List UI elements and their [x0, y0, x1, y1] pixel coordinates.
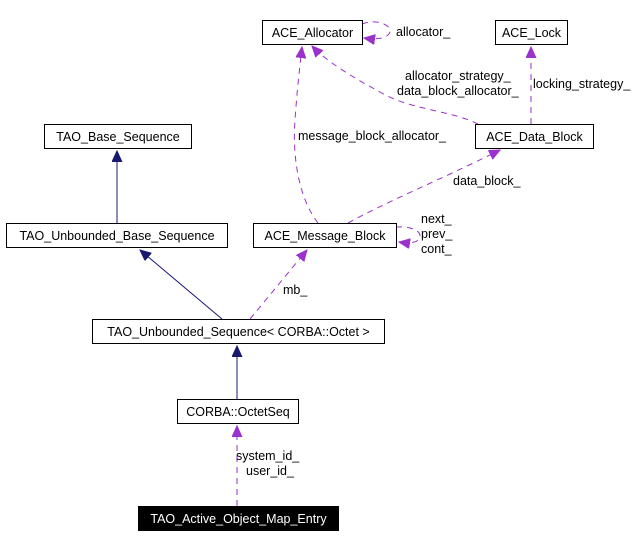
node-corba-octetseq[interactable]: CORBA::OctetSeq [177, 399, 299, 424]
node-label-ace-allocator: ACE_Allocator [272, 26, 353, 40]
edge-label-data-block: data_block_ [453, 174, 521, 188]
edge-label-system-id: system_id_ [236, 449, 300, 463]
edge-label-cont: cont_ [421, 242, 453, 256]
node-label-tao-active-object-map-entry: TAO_Active_Object_Map_Entry [150, 512, 327, 526]
node-label-ace-message-block: ACE_Message_Block [265, 229, 387, 243]
edge-messageblock-to-allocator [293, 47, 319, 224]
node-ace-data-block[interactable]: ACE_Data_Block [475, 124, 594, 149]
node-label-tao-unbounded-base-sequence: TAO_Unbounded_Base_Sequence [19, 229, 214, 243]
edge-label-next: next_ [421, 212, 453, 226]
node-label-tao-unbounded-sequence-octet: TAO_Unbounded_Sequence< CORBA::Octet > [107, 325, 369, 339]
edge-label-message-block-allocator: message_block_allocator_ [298, 129, 447, 143]
edge-label-allocator: allocator_ [396, 25, 451, 39]
node-ace-lock[interactable]: ACE_Lock [495, 20, 568, 45]
node-tao-base-sequence[interactable]: TAO_Base_Sequence [44, 124, 192, 149]
node-tao-unbounded-sequence-octet[interactable]: TAO_Unbounded_Sequence< CORBA::Octet > [92, 319, 385, 344]
node-tao-unbounded-base-sequence[interactable]: TAO_Unbounded_Base_Sequence [6, 223, 228, 248]
node-label-corba-octetseq: CORBA::OctetSeq [186, 405, 290, 419]
node-ace-allocator[interactable]: ACE_Allocator [262, 20, 363, 45]
edge-label-allocator-strategy: allocator_strategy_ [405, 69, 512, 83]
node-ace-message-block[interactable]: ACE_Message_Block [253, 223, 397, 248]
edge-messageblock-to-datablock [347, 150, 500, 224]
edge-unboundedseq-to-unboundedbase [140, 250, 223, 320]
edge-allocator-self [361, 21, 391, 39]
node-label-ace-data-block: ACE_Data_Block [486, 130, 583, 144]
edge-label-mb: mb_ [283, 283, 308, 297]
node-tao-active-object-map-entry: TAO_Active_Object_Map_Entry [138, 506, 339, 531]
edge-datablock-to-allocator [312, 46, 479, 125]
node-label-tao-base-sequence: TAO_Base_Sequence [56, 130, 180, 144]
edge-messageblock-self [395, 226, 421, 243]
node-label-ace-lock: ACE_Lock [502, 26, 562, 40]
edge-label-user-id: user_id_ [246, 464, 295, 478]
edge-unboundedseq-to-messageblock [249, 250, 307, 320]
edge-label-locking-strategy: locking_strategy_ [533, 77, 631, 91]
edge-label-prev: prev_ [421, 227, 453, 241]
edge-label-data-block-allocator: data_block_allocator_ [397, 84, 520, 98]
